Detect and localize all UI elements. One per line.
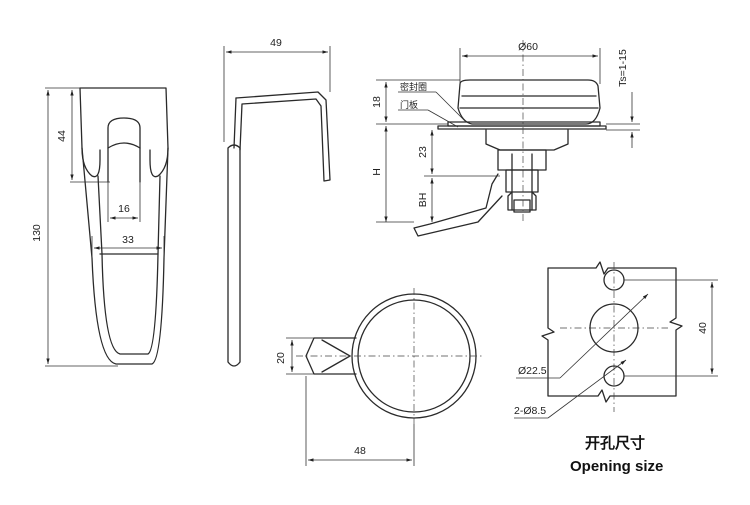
side-profile — [235, 91, 331, 182]
opening-title-cn: 开孔尺寸 — [585, 434, 646, 452]
dim-handle-width: 20 — [275, 352, 287, 364]
dim-cap-height: 18 — [371, 96, 383, 108]
dim-overall-height: 130 — [31, 224, 43, 242]
label-small-holes: 2-Ø8.5 — [514, 405, 546, 417]
dim-thickness: Ts=1-15 — [617, 49, 629, 87]
section-door-panel — [437, 125, 607, 130]
opening-plate — [541, 261, 683, 403]
dim-slot-height: 44 — [56, 130, 68, 142]
label-big-hole: Ø22.5 — [518, 365, 547, 377]
dim-top-length: 48 — [354, 445, 366, 457]
top-view: 20 48 — [275, 288, 484, 466]
opening-view: 40 Ø22.5 2-Ø8.5 — [514, 261, 718, 419]
front-view: 130 44 16 33 — [31, 87, 169, 367]
opening-center-hole — [589, 303, 639, 353]
dim-outer-width: 33 — [122, 234, 134, 246]
dim-hole-spacing: 40 — [697, 322, 709, 334]
front-slot — [107, 117, 141, 183]
front-inner-outline — [97, 175, 161, 355]
section-cam — [413, 173, 503, 237]
dim-cap-diameter: Ø60 — [518, 41, 538, 53]
dim-23: 23 — [417, 146, 429, 158]
dim-h: H — [371, 168, 383, 176]
side-view: 49 — [223, 37, 331, 367]
dim-slot-width: 16 — [118, 203, 130, 215]
dim-side-width: 49 — [270, 37, 282, 49]
dim-bh: BH — [417, 193, 429, 208]
front-outer-outline — [79, 87, 169, 365]
label-seal: 密封圈 — [400, 81, 427, 93]
section-view: Ø60 18 H 23 BH Ts=1-15 密封圈 门板 — [371, 40, 640, 237]
label-door-panel: 门板 — [400, 99, 418, 111]
section-cap — [457, 79, 601, 125]
side-handle-bar — [227, 144, 241, 367]
opening-title-en: Opening size — [570, 458, 664, 475]
